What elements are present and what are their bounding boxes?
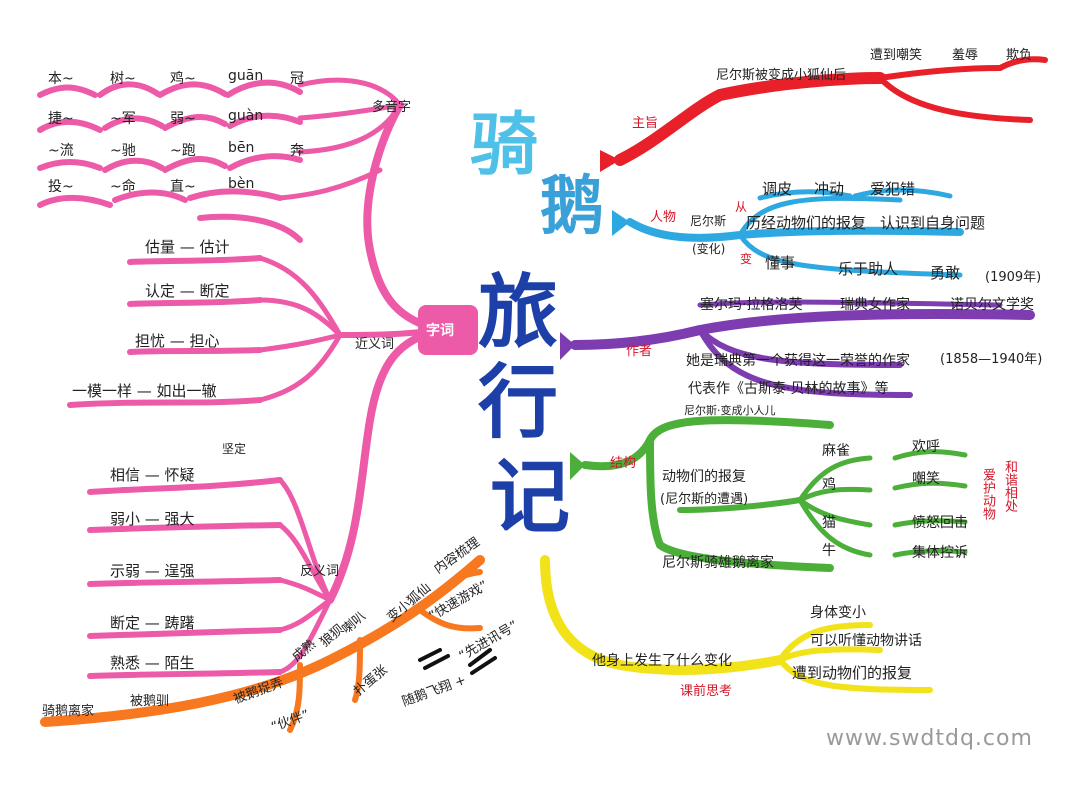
poly-cell: 弱~	[170, 111, 196, 127]
poly-cell: guān	[228, 68, 264, 84]
person-middle: 历经动物们的报复	[746, 214, 867, 232]
person-trait: 冲动	[814, 180, 845, 198]
structure-part2: 尼尔斯骑雄鹅离家	[662, 555, 774, 571]
author-nobel: 诺贝尔文学奖	[950, 297, 1034, 313]
antonym-pair: 示弱 — 逞强	[110, 562, 195, 580]
poly-cell: 直~	[170, 179, 196, 195]
synonym-pair: 认定 — 断定	[145, 282, 230, 300]
theme-label: 主旨	[632, 116, 659, 131]
syn-label: 近义词	[355, 337, 395, 352]
center-label: 字词	[426, 323, 454, 339]
poly-cell: ~流	[48, 143, 74, 159]
person-trait: 勇敢	[930, 264, 961, 282]
author-label: 作者	[626, 344, 653, 359]
structure-action: 愤怒回击	[912, 515, 968, 531]
left-branches	[37, 77, 444, 679]
bottom-step: 被鹅驯	[130, 694, 170, 709]
author-name: 塞尔玛·拉格洛芙	[700, 297, 803, 313]
poly-cell: bèn	[228, 176, 255, 192]
question-text: 他身上发生了什么变化	[592, 653, 732, 669]
question-answer: 遭到动物们的报复	[792, 664, 913, 682]
structure-animal: 麻雀	[822, 443, 850, 459]
antonym-pair: 断定 — 踌躇	[110, 614, 195, 632]
person-trait: 调皮	[762, 180, 793, 198]
structure-part1: 动物们的报复	[662, 469, 746, 485]
theme-text: 尼尔斯被变成小狐仙后	[716, 68, 847, 83]
bottom-step: 骑鹅离家	[42, 704, 95, 719]
poly-cell: 投~	[48, 179, 74, 195]
structure-action: 嘲笑	[912, 471, 940, 487]
theme-result: 欺负	[1006, 48, 1033, 63]
theme-result: 羞辱	[952, 48, 979, 63]
bottom-branches	[40, 555, 497, 733]
structure-label: 结构	[610, 456, 637, 471]
person-before-tag: 从	[735, 200, 748, 214]
synonym-pair: 估量 — 估计	[145, 238, 230, 256]
poly-cell: ~命	[110, 179, 136, 195]
watermark: www.swdtdq.com	[826, 726, 1033, 751]
structure-action: 欢呼	[912, 439, 940, 455]
poly-cell: 捷~	[48, 111, 74, 127]
author-year: (1909年)	[985, 270, 1042, 285]
ant-label: 反义词	[300, 564, 340, 579]
antonym-pair: 相信 — 怀疑	[110, 466, 195, 484]
author-first: 她是瑞典第一个获得这一荣誉的作家	[686, 353, 910, 369]
structure-branch	[570, 416, 968, 572]
structure-animal: 猫	[822, 515, 836, 531]
author-life: (1858—1940年)	[940, 352, 1043, 367]
question-branch	[540, 555, 933, 693]
person-name: 尼尔斯	[690, 214, 727, 228]
question-answer: 身体变小	[810, 605, 866, 621]
structure-animal: 牛	[822, 543, 836, 559]
poly-cell: guàn	[228, 108, 264, 124]
person-after-tag: 变	[740, 252, 753, 266]
person-branch	[612, 187, 964, 278]
person-trait: 爱犯错	[870, 180, 916, 198]
person-label: 人物	[650, 210, 677, 225]
title-char: 骑	[470, 106, 538, 185]
structure-action: 集体控诉	[912, 545, 968, 561]
poly-cell: ~军	[110, 111, 136, 127]
theme-branch	[600, 56, 1048, 172]
antonym-pair: 弱小 — 强大	[110, 510, 195, 528]
title: 骑 鹅 旅 行 记	[470, 106, 604, 544]
poly-label: 多音字	[372, 100, 412, 115]
poly-cell: ~驰	[110, 143, 136, 159]
person-trait: 乐于助人	[838, 260, 899, 278]
theme-result: 遭到嘲笑	[870, 48, 923, 63]
title-char: 行	[478, 356, 558, 449]
antonym-pair: 熟悉 — 陌生	[110, 654, 195, 672]
antonym-extra: 坚定	[222, 442, 247, 456]
title-char: 鹅	[540, 170, 604, 244]
poly-cell: 鸡~	[170, 71, 196, 87]
question-answer: 可以听懂动物讲话	[810, 633, 922, 649]
title-char: 记	[490, 451, 570, 544]
person-realize: 认识到自身问题	[880, 214, 986, 232]
author-nation: 瑞典女作家	[840, 297, 910, 313]
center-pink-node	[418, 305, 478, 355]
poly-cell: 本~	[48, 71, 74, 87]
author-works: 代表作《古斯泰·贝林的故事》等	[688, 381, 889, 397]
structure-part1-sub: (尼尔斯的遭遇)	[660, 492, 749, 507]
author-branch	[560, 299, 1035, 398]
person-change: (变化)	[692, 242, 726, 256]
poly-cell: 树~	[110, 71, 136, 87]
structure-lesson: 和谐相处	[1002, 460, 1017, 512]
question-label: 课前思考	[680, 684, 733, 699]
structure-lesson: 爱护动物	[980, 468, 995, 520]
poly-cell: 冠	[290, 71, 304, 87]
poly-cell: ~跑	[170, 143, 196, 159]
title-char: 旅	[478, 266, 558, 359]
structure-animal: 鸡	[822, 477, 836, 493]
synonym-pair: 担忧 — 担心	[135, 332, 220, 350]
poly-cell: bēn	[228, 140, 255, 156]
person-trait: 懂事	[765, 254, 796, 272]
author-works2: 尼尔斯·变成小人儿	[684, 404, 776, 417]
poly-cell: 奔	[290, 143, 304, 159]
synonym-pair: 一模一样 — 如出一辙	[72, 382, 217, 400]
